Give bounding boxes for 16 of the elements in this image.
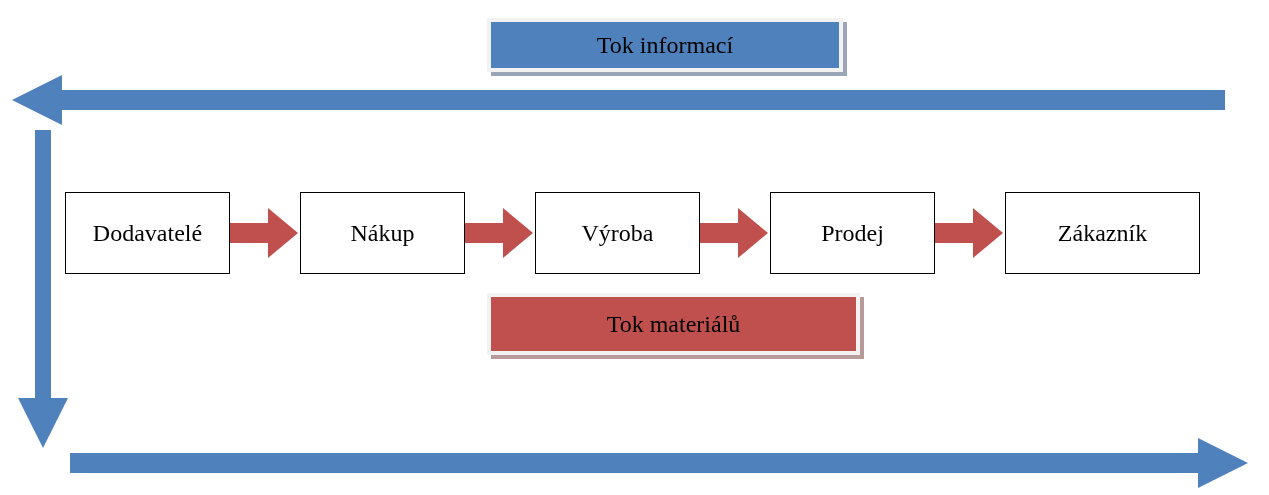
box-text: Zákazník (1057, 219, 1148, 247)
box-text: Výroba (581, 219, 654, 247)
box-text: Tok materiálů (606, 310, 741, 338)
process-box (65, 192, 230, 274)
box-text: Dodavatelé (92, 219, 203, 247)
box-text: Nákup (350, 219, 415, 247)
process-box (300, 192, 465, 274)
arrow (465, 208, 533, 258)
arrow (935, 208, 1003, 258)
arrow (230, 208, 298, 258)
process-box (770, 192, 935, 274)
process-box (535, 192, 700, 274)
process-box (1005, 192, 1200, 274)
box-text: Tok informací (596, 31, 734, 59)
box-text: Prodej (821, 219, 884, 247)
arrow (700, 208, 768, 258)
